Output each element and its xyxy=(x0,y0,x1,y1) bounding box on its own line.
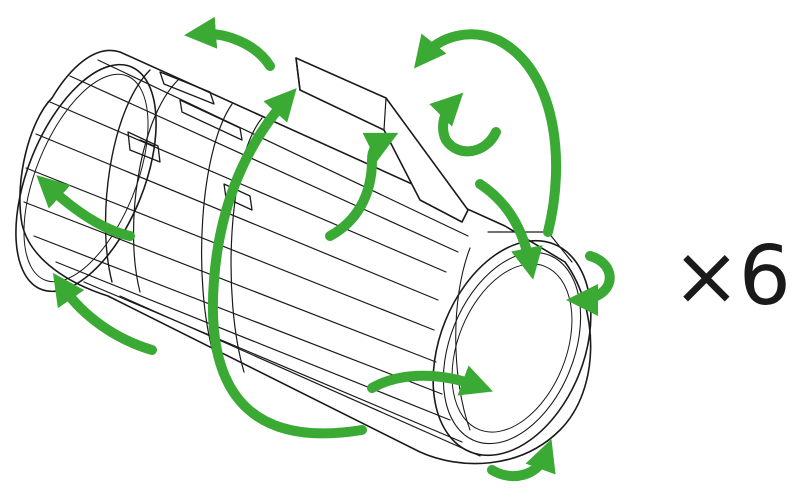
quantity-label: ×6 xyxy=(672,236,789,318)
top-left-arc-arrow xyxy=(200,34,270,66)
center-swoosh-arrow xyxy=(330,140,384,236)
bottom-curl-arrow xyxy=(492,454,546,476)
cylinder-ribs xyxy=(24,60,480,456)
front-curl-arrow xyxy=(582,256,610,300)
small-curl-arrow xyxy=(443,104,496,151)
rear-cap xyxy=(0,45,185,311)
cylinder-outline xyxy=(20,50,591,463)
bottom-front-arrow xyxy=(372,376,478,388)
right-swoosh-arrow xyxy=(480,184,530,264)
